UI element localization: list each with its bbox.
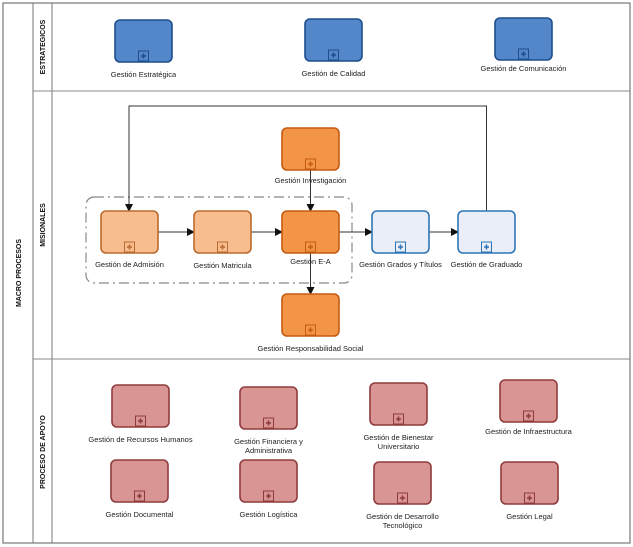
pool-title: MACRO PROCESOS <box>16 239 23 307</box>
process-label: Gestión Responsabilidad Social <box>258 344 364 353</box>
process-ea[interactable]: Gestión E-A <box>281 210 340 266</box>
process-label: Gestión de Graduado <box>451 260 523 269</box>
expand-plus-icon[interactable] <box>328 49 339 61</box>
expand-plus-icon[interactable] <box>263 490 274 502</box>
process-label: Gestión de Infraestructura <box>485 427 573 436</box>
process-infraestructura[interactable]: Gestión de Infraestructura <box>485 379 573 436</box>
expand-plus-icon[interactable] <box>305 158 316 170</box>
expand-plus-icon[interactable] <box>481 241 492 253</box>
expand-plus-icon[interactable] <box>134 490 145 502</box>
lane-title-apoyo: PROCESO DE APOYO <box>40 415 47 489</box>
subprocess-box[interactable] <box>304 18 363 62</box>
subprocess-box[interactable] <box>110 459 169 503</box>
process-label: Gestión Logística <box>240 510 299 519</box>
subprocess-box[interactable] <box>111 384 170 428</box>
process-label: Tecnológico <box>383 521 423 530</box>
process-label: Gestión Financiera y <box>234 437 303 446</box>
lane-title-estrategicos: ESTRATEGICOS <box>40 19 47 74</box>
expand-plus-icon[interactable] <box>124 241 135 253</box>
process-label: Gestión de Desarrollo <box>366 512 439 521</box>
process-label: Gestión Matricula <box>193 261 252 270</box>
process-label: Gestión de Bienestar <box>363 433 434 442</box>
expand-plus-icon[interactable] <box>135 415 146 427</box>
process-legal[interactable]: Gestión Legal <box>500 461 559 521</box>
expand-plus-icon[interactable] <box>263 417 274 429</box>
core-process-group <box>85 196 353 284</box>
lane-title-misionales: MISIONALES <box>40 203 47 247</box>
subprocess-box[interactable] <box>114 19 173 63</box>
subprocess-box[interactable] <box>371 210 430 254</box>
process-responsabilidad[interactable]: Gestión Responsabilidad Social <box>258 293 364 353</box>
expand-plus-icon[interactable] <box>397 492 408 504</box>
expand-plus-icon[interactable] <box>395 241 406 253</box>
expand-plus-icon[interactable] <box>393 413 404 425</box>
subprocess-box[interactable] <box>499 379 558 423</box>
subprocess-box[interactable] <box>100 210 159 254</box>
subprocess-box[interactable] <box>457 210 516 254</box>
expand-plus-icon[interactable] <box>138 50 149 62</box>
process-logistica[interactable]: Gestión Logística <box>239 459 299 519</box>
process-label: Universitario <box>378 442 420 451</box>
process-label: Gestión Estratégica <box>111 70 177 79</box>
expand-plus-icon[interactable] <box>523 410 534 422</box>
process-label: Gestión Legal <box>506 512 553 521</box>
process-label: Gestión de Recursos Humanos <box>88 435 192 444</box>
subprocess-box[interactable] <box>239 459 298 503</box>
process-label: Administrativa <box>245 446 293 455</box>
flow-graduado-to-admision <box>125 105 487 212</box>
subprocess-box[interactable] <box>281 127 340 171</box>
subprocess-box[interactable] <box>193 210 252 254</box>
subprocess-box[interactable] <box>373 461 432 505</box>
expand-plus-icon[interactable] <box>524 492 535 504</box>
process-admision[interactable]: Gestión de Admisión <box>95 210 164 269</box>
process-label: Gestión de Calidad <box>302 69 366 78</box>
process-label: Gestión Grados y Títulos <box>359 260 442 269</box>
expand-plus-icon[interactable] <box>305 241 316 253</box>
expand-plus-icon[interactable] <box>305 324 316 336</box>
process-comunicacion[interactable]: Gestión de Comunicación <box>481 17 567 73</box>
process-label: Gestión Investigación <box>275 176 347 185</box>
process-grados[interactable]: Gestión Grados y Títulos <box>359 210 442 269</box>
subprocess-box[interactable] <box>500 461 559 505</box>
process-label: Gestión Documental <box>106 510 174 519</box>
process-estrategica[interactable]: Gestión Estratégica <box>111 19 177 79</box>
subprocess-box[interactable] <box>494 17 553 61</box>
expand-plus-icon[interactable] <box>217 241 228 253</box>
subprocess-box[interactable] <box>239 386 298 430</box>
expand-plus-icon[interactable] <box>518 48 529 60</box>
process-label: Gestión de Comunicación <box>481 64 567 73</box>
subprocess-box[interactable] <box>369 382 428 426</box>
process-rrhh[interactable]: Gestión de Recursos Humanos <box>88 384 193 444</box>
process-label: Gestión de Admisión <box>95 260 164 269</box>
process-investigacion[interactable]: Gestión Investigación <box>275 127 347 185</box>
process-matricula[interactable]: Gestión Matricula <box>193 210 253 270</box>
flows <box>125 105 487 295</box>
subprocess-box[interactable] <box>281 293 340 337</box>
subprocess-box[interactable] <box>281 210 340 254</box>
process-graduado[interactable]: Gestión de Graduado <box>451 210 523 269</box>
process-label: Gestión E-A <box>290 257 330 266</box>
process-calidad[interactable]: Gestión de Calidad <box>302 18 366 78</box>
process-documental[interactable]: Gestión Documental <box>106 459 174 519</box>
